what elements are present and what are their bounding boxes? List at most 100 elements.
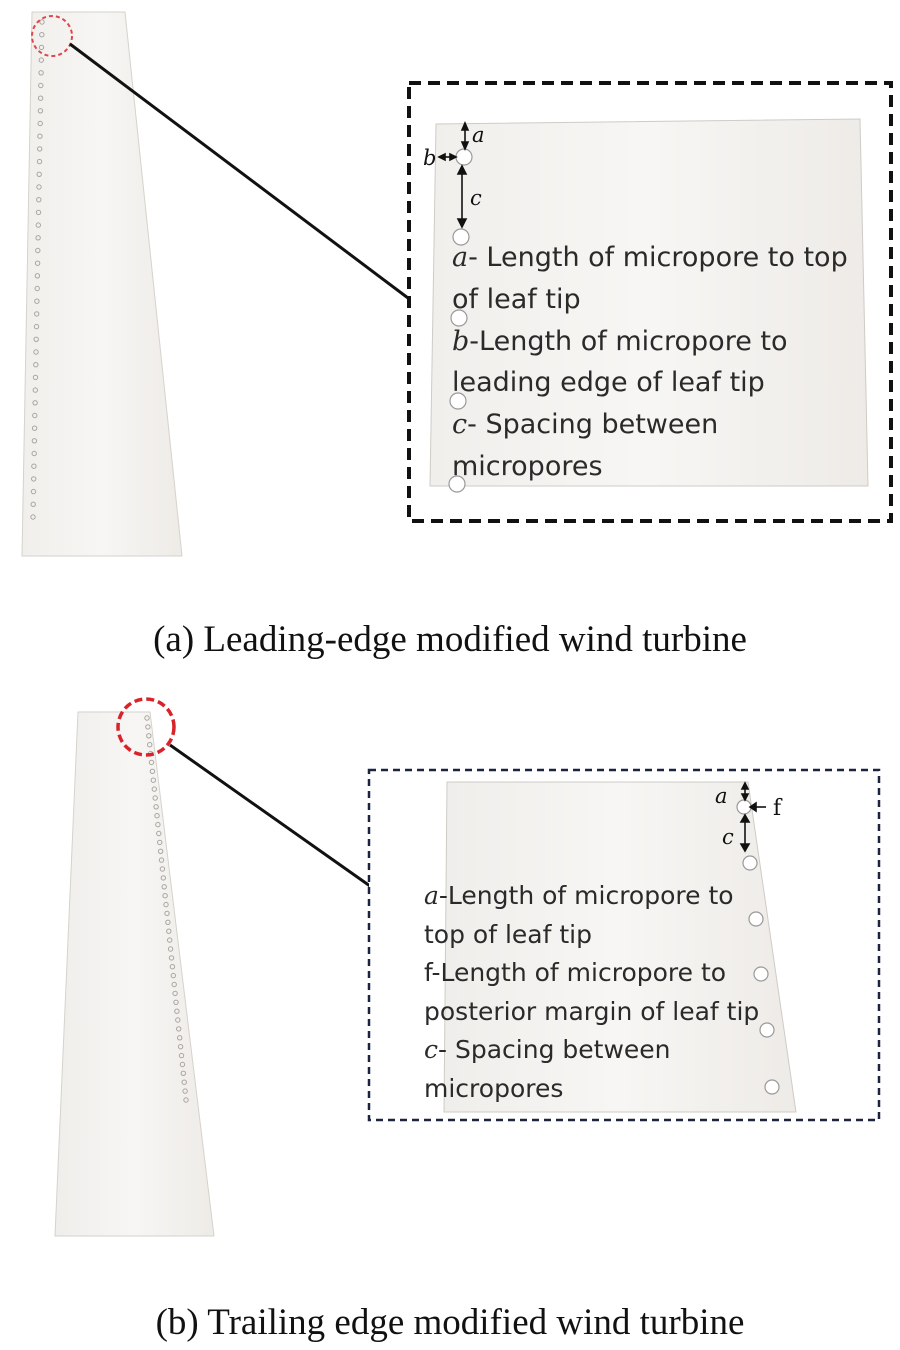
dimension-arrows-b — [739, 781, 766, 853]
leading-edge-micropores — [30, 19, 45, 520]
trailing-edge-micropores — [144, 715, 189, 1103]
dimension-arrows-a — [437, 120, 470, 229]
micropore — [183, 1097, 189, 1103]
micropore — [452, 228, 470, 246]
symbol-f: f — [773, 796, 783, 821]
micropore — [151, 786, 158, 792]
legend-b-item-a: a-Length of micropore to — [424, 881, 734, 910]
micropore — [455, 148, 473, 166]
micropore — [145, 724, 151, 730]
micropore — [177, 1035, 183, 1041]
micropore — [32, 400, 38, 406]
micropore — [32, 387, 38, 393]
micropore — [176, 1026, 182, 1032]
micropore — [36, 197, 42, 203]
micropore — [168, 955, 175, 961]
micropore — [31, 450, 37, 457]
micropore — [38, 57, 44, 63]
micropore — [182, 1088, 188, 1094]
micropore — [450, 309, 468, 327]
micropore — [149, 768, 156, 775]
micropore — [154, 813, 160, 819]
micropore — [39, 32, 45, 38]
micropore — [172, 990, 178, 997]
micropore — [37, 146, 43, 152]
micropore — [35, 235, 41, 241]
micropore — [33, 336, 39, 342]
micropore — [167, 937, 173, 943]
micropore — [32, 412, 38, 419]
legend-b-item-c-cont: micropores — [424, 1073, 564, 1103]
legend-b: a-Length of micropore to top of leaf tip… — [424, 877, 759, 1108]
micropore — [153, 804, 159, 810]
micropore — [30, 488, 37, 495]
micropore — [30, 501, 36, 507]
legend-b-item-f-cont: posterior margin of leaf tip — [424, 996, 760, 1026]
micropore — [764, 1079, 780, 1095]
micropore — [181, 1079, 187, 1085]
blade-trailing-edge-modified — [54, 711, 215, 1237]
legend-b-item-c: c- Spacing between — [424, 1035, 671, 1064]
micropore — [165, 919, 171, 926]
micropore — [37, 133, 43, 139]
symbol-a: a — [715, 784, 728, 808]
micropore — [35, 247, 41, 254]
micropore — [157, 848, 164, 855]
micropore — [34, 298, 40, 304]
legend-b-item-f: f-Length of micropore to — [424, 958, 727, 987]
micropore — [39, 19, 45, 25]
micropore — [148, 759, 155, 766]
micropore — [753, 966, 769, 982]
micropore — [31, 476, 37, 482]
micropore — [150, 777, 157, 783]
micropore — [179, 1061, 186, 1068]
micropore — [146, 733, 152, 739]
micropore — [35, 209, 42, 216]
symbol-c: c — [470, 186, 482, 210]
highlight-circle-a — [31, 15, 73, 57]
micropore — [180, 1070, 187, 1076]
micropore — [159, 866, 166, 872]
zoomed-blade-tip-b — [443, 781, 797, 1113]
micropore — [31, 438, 38, 444]
micropore — [36, 171, 42, 178]
micropore — [163, 901, 169, 908]
leader-line-a — [69, 42, 409, 300]
symbol-b: b — [423, 146, 436, 170]
leader-line-b — [169, 743, 371, 888]
legend-a-item-c-cont: micropores — [452, 450, 603, 482]
micropore — [31, 425, 38, 431]
micropore — [158, 857, 165, 863]
micropore — [147, 742, 153, 748]
micropore — [32, 374, 39, 381]
legend-a-item-b-cont: leading edge of leaf tip — [452, 367, 765, 399]
legend-a: a- Length of micropore to top of leaf ti… — [452, 237, 848, 488]
micropore — [156, 830, 162, 837]
micropore — [152, 795, 158, 801]
micropore — [30, 514, 36, 520]
micropore — [178, 1052, 185, 1059]
legend-a-item-c: c- Spacing between — [452, 409, 719, 441]
micropore — [169, 964, 176, 970]
symbol-c: c — [722, 825, 734, 849]
micropore — [175, 1017, 181, 1023]
micropore — [144, 715, 150, 721]
micropore — [155, 821, 161, 828]
micropore — [166, 928, 172, 934]
micropore — [177, 1044, 184, 1050]
micropore — [173, 999, 179, 1005]
micropore — [160, 875, 167, 881]
micropore — [34, 285, 40, 292]
micropore — [38, 44, 45, 51]
panel-a-figure: a b c — [21, 11, 893, 557]
zoomed-blade-tip-a — [429, 118, 869, 487]
micropore — [171, 981, 177, 988]
micropore — [37, 120, 43, 127]
micropore — [164, 910, 170, 917]
caption-b: (b) Trailing edge modified wind turbine — [155, 1302, 745, 1343]
micropore — [742, 855, 758, 871]
micropore — [161, 884, 167, 890]
micropore — [167, 946, 174, 952]
micropore — [34, 273, 41, 279]
micropore — [33, 349, 39, 355]
